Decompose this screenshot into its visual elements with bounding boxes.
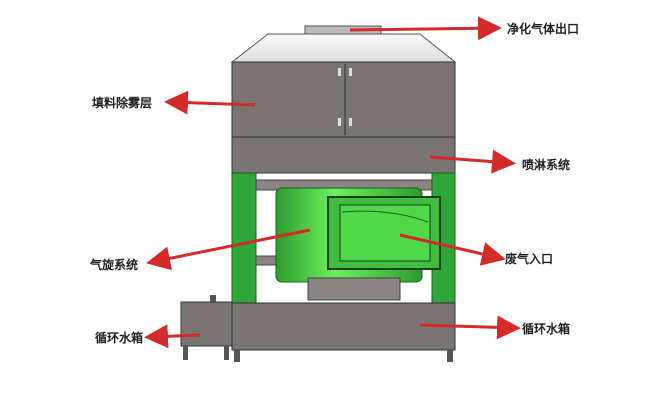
label-cyclone: 气旋系统	[90, 258, 139, 272]
label-spray: 喷淋系统	[522, 158, 571, 172]
pointer-arrows	[144, 16, 521, 349]
label-tank-right: 循环水箱	[522, 322, 571, 336]
left-leg	[231, 172, 257, 304]
spray-section	[231, 136, 456, 174]
packing-section	[231, 61, 456, 138]
label-outlet: 净化气体出口	[507, 22, 580, 36]
label-packing: 填料除雾层	[92, 96, 153, 110]
side-tank	[180, 301, 233, 347]
label-inlet: 废气入口	[505, 252, 554, 266]
label-tank-left: 循环水箱	[95, 331, 144, 345]
hood	[230, 33, 457, 63]
